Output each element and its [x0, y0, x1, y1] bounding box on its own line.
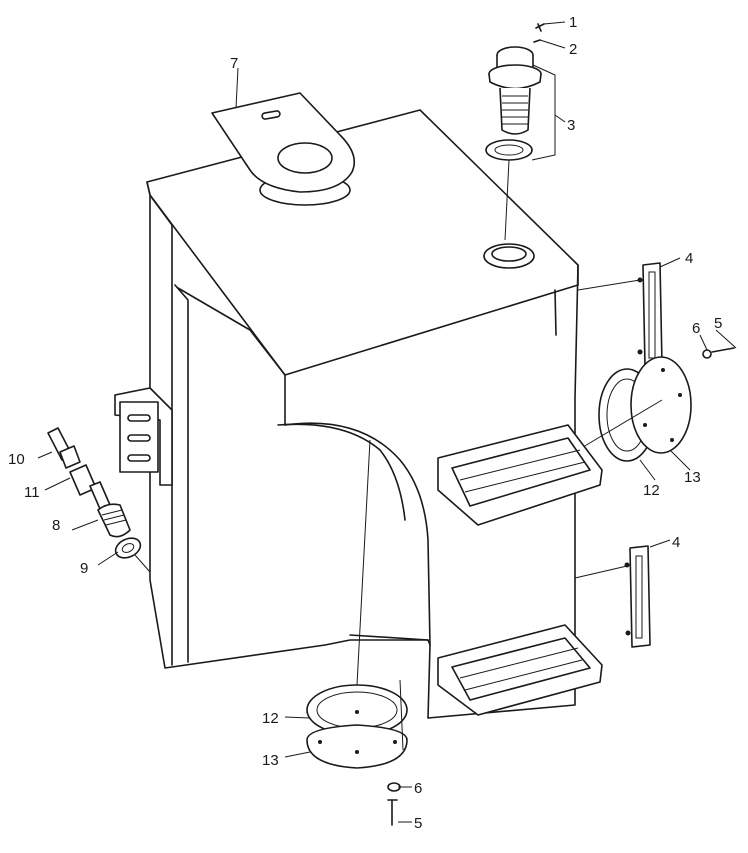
- callout-3: 3: [567, 117, 575, 134]
- callout-2: 2: [569, 41, 577, 58]
- callout-1: 1: [569, 14, 577, 31]
- callout-9: 9: [80, 560, 88, 577]
- callout-6-side: 6: [692, 320, 700, 337]
- step-lower: [437, 624, 603, 716]
- callout-12-bottom: 12: [262, 710, 279, 727]
- callout-5-bottom: 5: [414, 815, 422, 832]
- step-upper: [437, 424, 603, 526]
- side-bracket: [114, 387, 173, 486]
- leader-lines: [37, 21, 737, 823]
- bottom-flange-gasket: [306, 439, 408, 826]
- callout-4-upper: 4: [685, 250, 693, 267]
- filter-assembly: [485, 23, 556, 241]
- sight-gauge-upper: [577, 262, 663, 368]
- callout-6-bottom: 6: [414, 780, 422, 797]
- callout-11: 11: [24, 484, 40, 501]
- callout-10: 10: [8, 451, 25, 468]
- callout-7: 7: [230, 55, 238, 72]
- callout-13-bottom: 13: [262, 752, 279, 769]
- callout-labels: 1 2 3 4 5 6 7 8 9 10 11 12 13 4 12 13 6 …: [8, 14, 722, 832]
- callout-5-side: 5: [714, 315, 722, 332]
- side-flange-gasket: [577, 347, 735, 462]
- drain-fitting-assembly: [47, 427, 151, 573]
- callout-12-side: 12: [643, 482, 660, 499]
- callout-4-lower: 4: [672, 534, 680, 551]
- callout-8: 8: [52, 517, 60, 534]
- top-cover-plate: [211, 92, 356, 193]
- hydraulic-tank: [146, 109, 579, 719]
- sight-gauge-lower: [574, 545, 651, 648]
- callout-13-side: 13: [684, 469, 701, 486]
